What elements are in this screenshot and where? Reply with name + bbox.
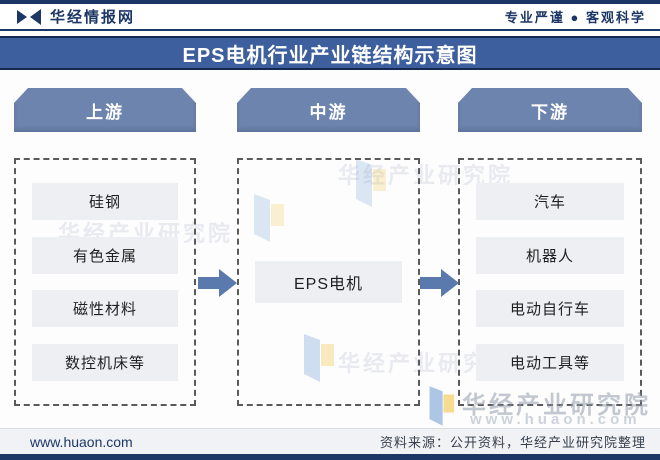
chain-item-eps-motor: EPS电机 bbox=[255, 261, 402, 303]
page-footer: www.huaon.com 资料来源：公开资料，华经产业研究院整理 bbox=[0, 428, 660, 454]
chain-item-robots: 机器人 bbox=[476, 236, 624, 274]
column-header-midstream-label: 中游 bbox=[309, 102, 348, 122]
column-header-upstream: 上游 bbox=[14, 88, 196, 132]
column-box-downstream: 汽车 机器人 电动自行车 电动工具等 bbox=[458, 158, 642, 406]
footer-source-note: 资料来源：公开资料，华经产业研究院整理 bbox=[379, 435, 646, 450]
column-header-downstream-label: 下游 bbox=[531, 102, 569, 122]
watermark-logo-icon bbox=[429, 386, 455, 426]
footer-site-url: www.huaon.com bbox=[30, 433, 133, 450]
column-header-midstream: 中游 bbox=[237, 88, 420, 132]
title-banner: EPS电机行业产业链结构示意图 bbox=[0, 36, 660, 70]
arrow-upstream-to-midstream-icon bbox=[198, 269, 237, 297]
chain-item-magnetic-materials: 磁性材料 bbox=[32, 290, 178, 328]
chain-item-electric-bicycles: 电动自行车 bbox=[476, 290, 624, 328]
chain-item-power-tools: 电动工具等 bbox=[476, 344, 624, 382]
brand-logo-icon bbox=[17, 8, 41, 25]
top-border bbox=[0, 0, 660, 4]
column-box-upstream: 硅钢 有色金属 磁性材料 数控机床等 bbox=[14, 158, 196, 406]
brand: 华经情报网 bbox=[16, 6, 135, 27]
site-header: 华经情报网 专业严谨 ● 客观科学 bbox=[0, 4, 660, 31]
column-header-downstream: 下游 bbox=[458, 88, 642, 132]
chain-item-cnc-machine-tools: 数控机床等 bbox=[32, 344, 178, 382]
chain-item-silicon-steel: 硅钢 bbox=[32, 182, 178, 220]
arrow-midstream-to-downstream-icon bbox=[420, 269, 459, 297]
page-title: EPS电机行业产业链结构示意图 bbox=[182, 44, 478, 67]
chain-item-automobiles: 汽车 bbox=[476, 182, 624, 220]
brand-name: 华经情报网 bbox=[50, 9, 136, 26]
header-tagline: 专业严谨 ● 客观科学 bbox=[504, 10, 646, 25]
chain-item-nonferrous-metals: 有色金属 bbox=[32, 236, 178, 274]
bottom-border bbox=[0, 454, 660, 460]
watermark-url: www.huaon.com bbox=[470, 411, 641, 428]
column-box-midstream: EPS电机 bbox=[237, 158, 420, 406]
column-header-upstream-label: 上游 bbox=[86, 102, 124, 122]
